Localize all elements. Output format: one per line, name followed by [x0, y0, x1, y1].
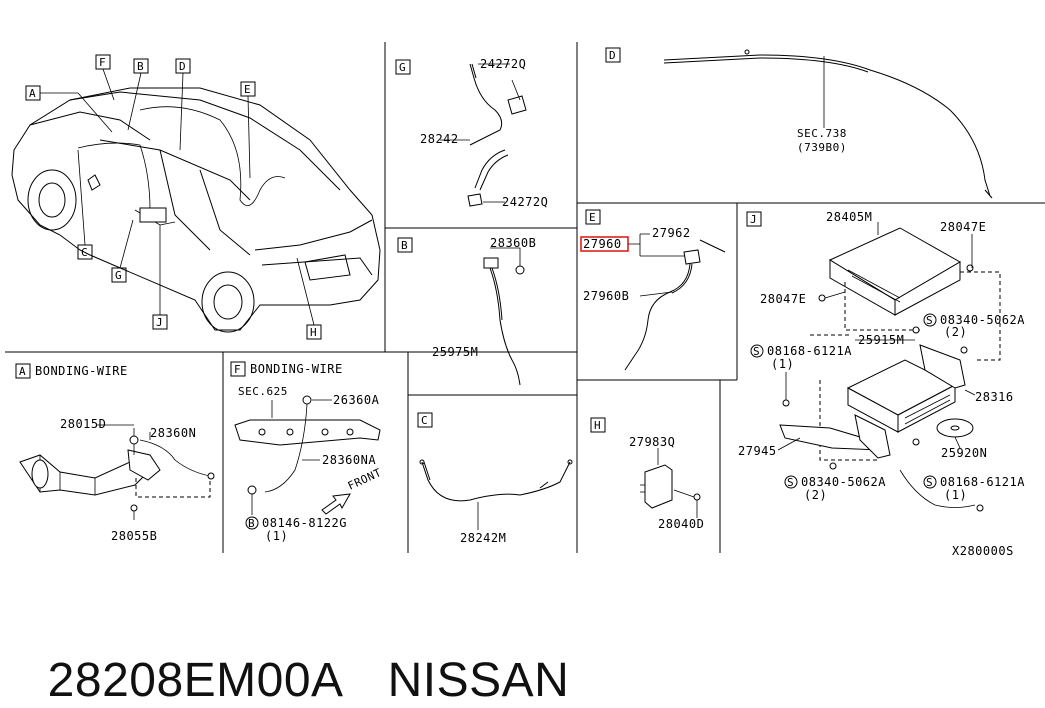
- callout-A[interactable]: A: [25, 85, 41, 101]
- svg-text:B: B: [137, 60, 144, 73]
- svg-text:D: D: [179, 60, 186, 73]
- part-27983Q: 27983Q: [629, 435, 675, 449]
- part-27960B: 27960B: [583, 289, 629, 303]
- vehicle-overview: A F B D E C G J H: [11, 54, 381, 340]
- svg-text:H: H: [310, 326, 317, 339]
- panel-A-bonding: A BONDING-WIRE 28015D 28360N 28055B: [15, 363, 215, 543]
- callout-H[interactable]: H: [306, 324, 322, 340]
- callout-G[interactable]: G: [111, 267, 127, 283]
- part-28055B: 28055B: [111, 529, 157, 543]
- part-08168-6121A-left: 08168-6121A: [767, 344, 852, 358]
- svg-text:S: S: [787, 476, 794, 489]
- qty-2-bottom: (2): [804, 488, 827, 502]
- panel-B: B 28360B 25975M: [397, 236, 536, 386]
- panel-H: H 27983Q 28040D: [590, 417, 704, 531]
- svg-text:A: A: [19, 365, 26, 378]
- sec-625: SEC.625: [238, 385, 288, 398]
- part-08168-6121A-right: 08168-6121A: [940, 475, 1025, 489]
- part-28047E-left: 28047E: [760, 292, 806, 306]
- front-label: FRONT: [346, 466, 384, 493]
- svg-text:D: D: [609, 49, 616, 62]
- svg-text:F: F: [234, 363, 241, 376]
- part-08340-5062A-bottom: 08340-5062A: [801, 475, 886, 489]
- svg-text:H: H: [594, 419, 601, 432]
- part-24272Q-bottom: 24272Q: [502, 195, 548, 209]
- callout-J[interactable]: J: [152, 314, 168, 330]
- part-28360N: 28360N: [150, 426, 196, 440]
- bonding-wire-title-A: BONDING-WIRE: [35, 364, 128, 378]
- sec-738: SEC.738: [797, 127, 847, 140]
- part-28242: 28242: [420, 132, 459, 146]
- svg-text:G: G: [399, 61, 406, 74]
- svg-text:F: F: [99, 56, 106, 69]
- callout-F[interactable]: F: [95, 54, 111, 70]
- part-28360B: 28360B: [490, 236, 536, 250]
- part-28047E-right: 28047E: [940, 220, 986, 234]
- part-26360A: 26360A: [333, 393, 380, 407]
- part-28360NA: 28360NA: [322, 453, 376, 467]
- svg-text:B: B: [248, 517, 255, 530]
- callout-B[interactable]: B: [133, 58, 149, 74]
- part-25975M: 25975M: [432, 345, 478, 359]
- part-28316: 28316: [975, 390, 1014, 404]
- svg-text:E: E: [244, 83, 251, 96]
- part-27962: 27962: [652, 226, 691, 240]
- part-25915M: 25915M: [858, 333, 904, 347]
- svg-text:B: B: [401, 239, 408, 252]
- panel-frames: [5, 42, 1045, 553]
- panel-J: J 28405M 28047E 28047E S 08340-5062A (2)…: [738, 210, 1025, 512]
- diagram-code: X280000S: [952, 544, 1014, 558]
- svg-text:J: J: [156, 316, 163, 329]
- svg-text:C: C: [81, 246, 88, 259]
- panel-G: G 24272Q 28242 24272Q: [395, 57, 548, 209]
- caption-brand: NISSAN: [387, 654, 570, 707]
- caption-part-number: 28208EM00A: [47, 654, 344, 707]
- part-25920N: 25920N: [941, 446, 987, 460]
- part-27945: 27945: [738, 444, 777, 458]
- panel-D: D SEC.738 (739B0): [605, 47, 993, 199]
- qty-1-right: (1): [944, 488, 967, 502]
- caption: 28208EM00A NISSAN: [20, 598, 569, 708]
- part-08340-5062A-top: 08340-5062A: [940, 313, 1025, 327]
- svg-text:C: C: [421, 414, 428, 427]
- qty-1-left: (1): [771, 357, 794, 371]
- sec-739B0: (739B0): [797, 141, 847, 154]
- callout-C[interactable]: C: [77, 244, 93, 260]
- panel-F-bonding: F BONDING-WIRE SEC.625 26360A 28360NA B …: [230, 361, 384, 543]
- panel-C: C 28242M: [417, 412, 573, 545]
- svg-text:S: S: [926, 476, 933, 489]
- parts-diagram: A F B D E C G J H G 24272Q 28242 24272Q …: [5, 42, 1045, 558]
- part-28015D: 28015D: [60, 417, 106, 431]
- part-28040D: 28040D: [658, 517, 704, 531]
- svg-text:S: S: [926, 314, 933, 327]
- callout-D[interactable]: D: [175, 58, 191, 74]
- svg-text:E: E: [589, 211, 596, 224]
- part-27960: 27960: [583, 237, 622, 251]
- part-28242M: 28242M: [460, 531, 506, 545]
- panel-E: E 27960 27962 27960B: [580, 209, 726, 371]
- qty-1-F: (1): [265, 529, 288, 543]
- part-28405M: 28405M: [826, 210, 872, 224]
- part-08146-8122G: 08146-8122G: [262, 516, 347, 530]
- qty-2-top: (2): [944, 325, 967, 339]
- callout-E[interactable]: E: [240, 81, 256, 97]
- bonding-wire-title-F: BONDING-WIRE: [250, 362, 343, 376]
- svg-text:S: S: [753, 345, 760, 358]
- svg-text:G: G: [115, 269, 122, 282]
- svg-text:J: J: [750, 213, 757, 226]
- part-24272Q-top: 24272Q: [480, 57, 526, 71]
- svg-text:A: A: [29, 87, 36, 100]
